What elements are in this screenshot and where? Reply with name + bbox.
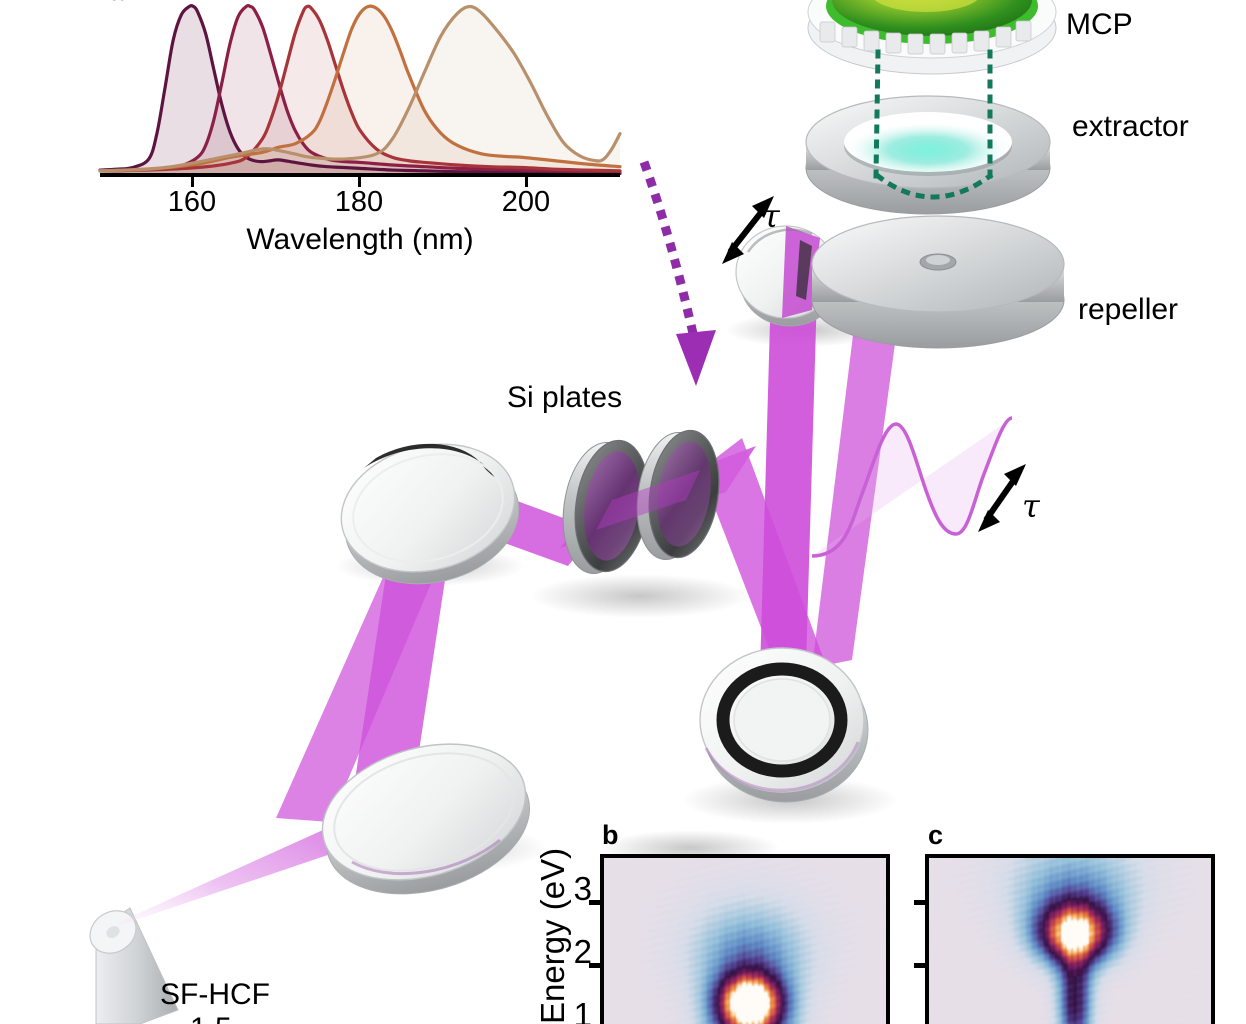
si-plates <box>562 429 720 575</box>
x-axis-title: Wavelength (nm) <box>246 223 474 256</box>
spectrum-line-3 <box>98 4 622 173</box>
spectra-svg <box>98 3 622 177</box>
split-mirror-delay-stage <box>735 225 841 327</box>
y-tick-b-2 <box>589 963 600 968</box>
panel-a-letter: a <box>109 0 124 5</box>
label-sf-hcf-sub: 1.5 <box>190 1012 232 1024</box>
repeller-plate <box>811 215 1065 349</box>
y-axis-label-energy: Energy (eV) <box>534 847 571 1024</box>
y-tick-c-3 <box>914 900 925 905</box>
label-repeller: repeller <box>1078 293 1179 326</box>
panel-c-heatmap-canvas <box>929 858 1211 1024</box>
label-mcp: MCP <box>1066 8 1133 41</box>
x-tick-180 <box>358 177 361 187</box>
x-tick-160 <box>191 177 194 187</box>
mirror-upper-left <box>340 443 520 585</box>
double-headed-arrow-icon-right <box>978 464 1026 532</box>
mirror-toroidal-right <box>699 647 869 803</box>
y-tick-b-3 <box>589 900 600 905</box>
y-ticklabel-3: 3 <box>573 870 592 907</box>
mcp-detector <box>807 0 1057 75</box>
x-tick-200 <box>525 177 528 187</box>
x-axis-line <box>100 173 620 177</box>
tau-label-right: τ <box>1022 487 1040 525</box>
extractor-ring <box>805 95 1051 215</box>
spectrum-fill-3 <box>100 6 620 176</box>
panel-b-letter: b <box>602 820 619 850</box>
y-tick-c-2 <box>914 963 925 968</box>
y-ticklabel-2: 2 <box>573 933 592 970</box>
tau-label-top: τ <box>762 197 780 235</box>
x-ticklabel-180: 180 <box>334 186 384 218</box>
x-ticklabel-160: 160 <box>167 186 217 218</box>
spectrum-line-2 <box>98 3 622 175</box>
curved-dashed-arrow-icon <box>639 160 716 386</box>
spectra-plot-area <box>95 0 625 185</box>
spectrum-fill-4 <box>100 6 620 177</box>
label-extractor: extractor <box>1072 110 1189 143</box>
spectrum-line-5 <box>98 4 622 173</box>
panel-b-heatmap-canvas <box>604 858 886 1024</box>
panel-c-vmi-image <box>925 854 1215 1024</box>
label-sf-hcf: SF-HCF <box>160 978 270 1011</box>
y-ticklabel-1: 1 <box>573 996 592 1024</box>
x-ticklabel-200: 200 <box>501 186 551 218</box>
pulse-pair-waveform <box>811 416 1013 558</box>
mirror-lower-left <box>321 743 531 895</box>
spectrum-line-1 <box>98 4 622 176</box>
label-si-plates: Si plates <box>507 381 623 414</box>
spectrum-fill-5 <box>100 6 620 177</box>
panel-a-spectra: a 160 180 200 Wavelength (nm) <box>95 0 625 280</box>
electron-trajectory-guides <box>873 49 994 200</box>
panel-b-vmi-image <box>600 854 890 1024</box>
panel-c-letter: c <box>928 820 944 850</box>
